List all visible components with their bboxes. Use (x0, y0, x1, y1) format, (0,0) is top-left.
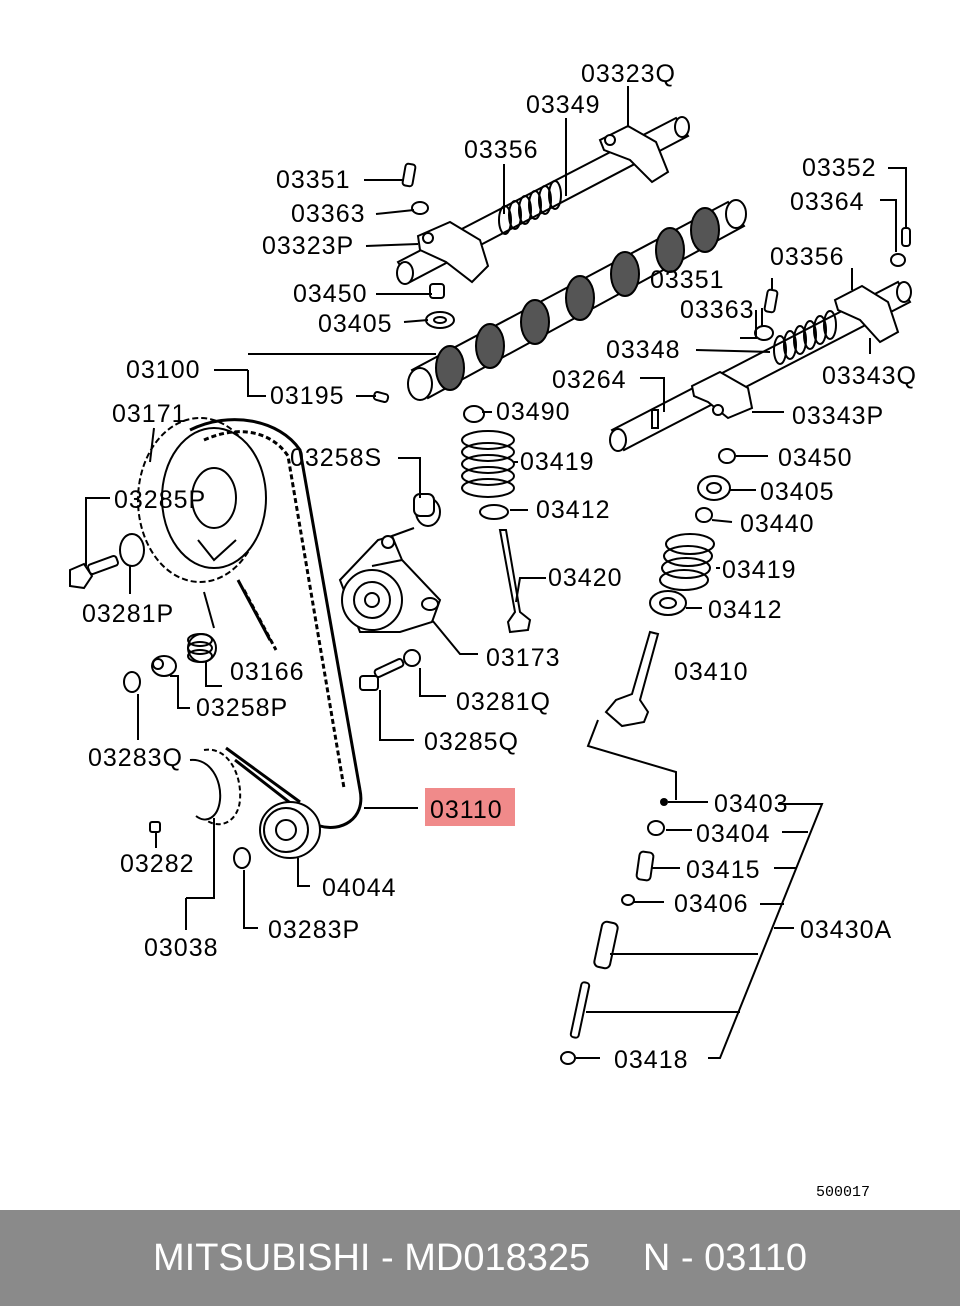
label-03349: 03349 (526, 91, 601, 119)
label-03323P: 03323P (262, 232, 354, 260)
label-03405: 03405 (318, 310, 393, 338)
label-03404: 03404 (696, 820, 771, 848)
label-03343Q: 03343Q (822, 362, 917, 390)
label-03363-right: 03363 (680, 296, 755, 324)
timing-belt (189, 418, 363, 829)
label-03166: 03166 (230, 658, 305, 686)
label-03348: 03348 (606, 336, 681, 364)
label-03363: 03363 (291, 200, 366, 228)
label-03282: 03282 (120, 850, 195, 878)
label-03418: 03418 (614, 1046, 689, 1074)
label-03450: 03450 (293, 280, 368, 308)
label-03490: 03490 (496, 398, 571, 426)
label-03281Q: 03281Q (456, 688, 551, 716)
crank-sprocket (189, 748, 242, 826)
label-03283Q: 03283Q (88, 744, 183, 772)
label-03171: 03171 (112, 400, 187, 428)
valve-set-left (461, 405, 532, 634)
cam-sprocket (137, 417, 267, 583)
label-03173: 03173 (486, 644, 561, 672)
label-03323Q: 03323Q (581, 60, 676, 88)
label-03343P: 03343P (792, 402, 884, 430)
label-03285P: 03285P (114, 486, 206, 514)
label-03264: 03264 (552, 366, 627, 394)
label-03403: 03403 (714, 790, 789, 818)
label-03351-right: 03351 (650, 266, 725, 294)
label-03412-right: 03412 (708, 596, 783, 624)
label-03285Q: 03285Q (424, 728, 519, 756)
label-03406: 03406 (674, 890, 749, 918)
label-03356-right: 03356 (770, 243, 845, 271)
diagram-code: 500017 (816, 1184, 870, 1201)
label-03420: 03420 (548, 564, 623, 592)
label-03440: 03440 (740, 510, 815, 538)
leader-lines (85, 86, 907, 1059)
parts-diagram: 03323Q 03349 03356 03351 03363 03323P 03… (69, 60, 917, 1201)
tensioner (338, 527, 442, 633)
label-03415: 03415 (686, 856, 761, 884)
label-03258P: 03258P (196, 694, 288, 722)
camshaft (407, 199, 747, 401)
idler-pulley (259, 801, 321, 859)
part-labels: 03323Q 03349 03356 03351 03363 03323P 03… (82, 60, 917, 1201)
label-03283P: 03283P (268, 916, 360, 944)
label-03450-right: 03450 (778, 444, 853, 472)
highlight-box (425, 788, 515, 826)
adjuster-parts (560, 798, 668, 1065)
label-03410: 03410 (674, 658, 749, 686)
label-04044: 04044 (322, 874, 397, 902)
valve-set-right (604, 448, 736, 728)
label-03356: 03356 (464, 136, 539, 164)
small-parts-left (69, 493, 441, 869)
label-03195: 03195 (270, 382, 345, 410)
label-03281P: 03281P (82, 600, 174, 628)
label-03364: 03364 (790, 188, 865, 216)
label-03100: 03100 (126, 356, 201, 384)
footer-bar: MITSUBISHI - MD018325 N - 03110 (0, 1210, 960, 1306)
rocker-shaft-upper (396, 116, 690, 285)
small-parts-upper (372, 162, 911, 429)
label-03110: 03110 (430, 796, 503, 824)
footer-part-number: MITSUBISHI - MD018325 N - 03110 (153, 1236, 807, 1279)
label-03405-right: 03405 (760, 478, 835, 506)
label-03419-right: 03419 (722, 556, 797, 584)
label-03430A: 03430A (800, 916, 892, 944)
rocker-shaft-lower (609, 280, 912, 452)
label-03258S: 03258S (290, 444, 382, 472)
label-03419: 03419 (520, 448, 595, 476)
label-03038: 03038 (144, 934, 219, 962)
label-03412: 03412 (536, 496, 611, 524)
label-03352: 03352 (802, 154, 877, 182)
label-03351: 03351 (276, 166, 351, 194)
